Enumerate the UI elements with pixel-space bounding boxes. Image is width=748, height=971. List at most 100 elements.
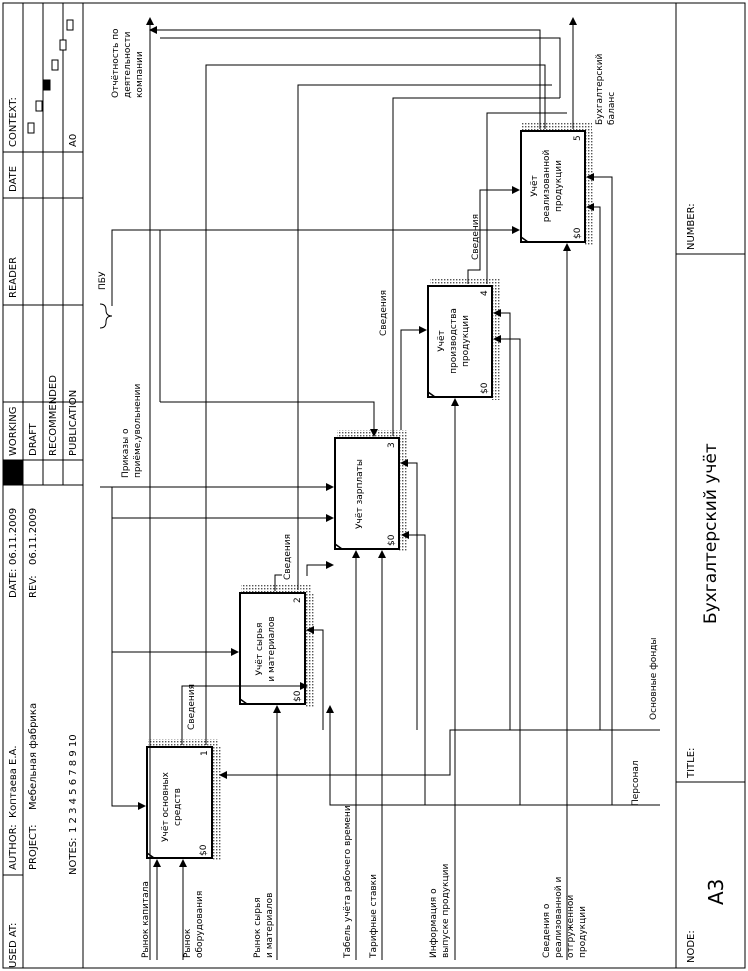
label-production-info-1: Информация о [429, 888, 439, 958]
used-at-label: USED AT: [8, 923, 19, 968]
box-a3-number: 3 [387, 442, 397, 448]
box-a4[interactable]: Учёт производства продукции 4 $0 [427, 278, 501, 400]
arrow-fixed-assets-to-a2 [306, 626, 324, 730]
arrow-info-a2-to-a3 [306, 561, 334, 576]
arrows [99, 17, 660, 960]
box-a4-number: 4 [480, 290, 490, 296]
reader-label: READER [8, 257, 19, 298]
label-production-info-2: выпуске продукции [441, 864, 451, 958]
box-a5-label: Учёт [530, 175, 540, 197]
arrow-personnel-to-a4 [493, 335, 521, 805]
box-a5-number: 5 [573, 135, 583, 141]
box-a3-cost: $0 [387, 534, 397, 546]
date-label: DATE: [8, 569, 19, 598]
box-a3[interactable]: Учёт зарплаты 3 $0 [334, 430, 408, 552]
box-a3-label: Учёт зарплаты [355, 459, 365, 529]
arrow-control-to-a1 [111, 652, 146, 810]
project-value: Мебельная фабрика [28, 703, 39, 810]
box-a2-label-2: и материалов [267, 616, 277, 681]
status-publication: PUBLICATION [68, 390, 79, 456]
label-sales-info-1: Сведения о [542, 903, 552, 958]
arrow-fixed-assets-to-a5 [586, 203, 601, 730]
label-balance-2: баланс [607, 92, 617, 125]
arrow-a1-output [205, 64, 546, 745]
arrow-fixed-assets-to-a4 [493, 309, 511, 730]
footer-text: NODE: A3 TITLE: Бухгалтерский учёт NUMBE… [686, 203, 728, 963]
arrow-personnel-to-a3 [401, 531, 426, 805]
box-a4-cost: $0 [480, 382, 490, 394]
header-text: USED AT: AUTHOR: Коптаева Е.А. PROJECT: … [8, 97, 79, 968]
pbu-brace [99, 303, 113, 329]
arrow-info-a3-to-a4 [400, 326, 427, 430]
label-info-a1: Сведения [187, 684, 197, 730]
box-a1-number: 1 [200, 750, 210, 756]
arrow-a2-output [297, 84, 552, 590]
label-orders-2: приёме,увольнении [133, 383, 143, 478]
notes-label: NOTES: [68, 838, 79, 876]
title-label: TITLE: [686, 748, 697, 779]
label-sales-info-4: продукции [578, 906, 588, 958]
status-draft: DRAFT [28, 422, 39, 456]
node-value: A3 [704, 879, 728, 905]
arrow-control-to-a2 [111, 518, 239, 656]
rev-value: 06.11.2009 [28, 508, 39, 565]
date-value: 06.11.2009 [8, 508, 19, 565]
label-reporting-1: Отчётность по [111, 28, 121, 98]
box-a4-label-2: производства [449, 308, 459, 374]
context-node: A0 [68, 134, 79, 147]
label-info-a2: Сведения [283, 534, 293, 580]
box-a4-label: Учёт [437, 330, 447, 352]
label-pbu: ПБУ [98, 271, 108, 290]
arrow-pbu-to-a5 [111, 226, 520, 306]
number-label: NUMBER: [686, 203, 697, 250]
label-materials-market-2: и материалов [265, 893, 275, 958]
label-equipment-market-2: оборудования [195, 891, 205, 958]
author-label: AUTHOR: [8, 824, 19, 870]
author-value: Коптаева Е.А. [8, 745, 19, 818]
arrow-info-a4-to-a5 [467, 186, 520, 284]
box-a2-label: Учёт сырья [255, 623, 265, 676]
box-a1[interactable]: Учёт основных средств 1 $0 [146, 739, 221, 861]
arrow-info-a1-to-a2 [181, 682, 308, 745]
label-timesheet: Табель учёта рабочего времени [343, 805, 353, 959]
arrow-fixed-assets-to-a1 [219, 729, 660, 779]
box-a2[interactable]: Учёт сырья и материалов 2 $0 [239, 585, 314, 707]
box-a5[interactable]: Учёт реализованной продукции 5 $0 [520, 123, 594, 245]
box-a1-cost: $0 [199, 844, 209, 856]
arrow-info-a2 [274, 574, 282, 591]
label-sales-info-2: реализованной и [554, 877, 564, 958]
label-sales-info-3: отгруженной [566, 895, 576, 958]
arrow-fixed-assets-to-a3 [400, 459, 418, 730]
arrow-reporting-line [160, 37, 561, 98]
context-thumbnail [27, 19, 74, 134]
status-recommended: RECOMMENDED [48, 375, 59, 456]
arrow-personnel-to-a2 [326, 705, 660, 806]
box-a5-cost: $0 [573, 227, 583, 239]
label-tariffs: Тарифные ставки [369, 874, 379, 959]
box-a1-label: Учёт основных [161, 771, 171, 842]
arrow-a5-to-reporting [149, 26, 541, 129]
box-a5-label-3: продукции [554, 160, 564, 212]
label-orders-1: Приказы о [121, 428, 131, 478]
label-personnel: Персонал [631, 760, 641, 806]
box-a5-label-2: реализованной [542, 150, 552, 223]
label-info-a3: Сведения [379, 290, 389, 336]
label-equipment-market-1: Рынок [183, 928, 193, 958]
label-capital-market: Рынок капитала [141, 881, 151, 958]
rev-label: REV: [28, 575, 39, 598]
footer-frame [675, 3, 745, 968]
context-label: CONTEXT: [8, 97, 19, 147]
diagram-title: Бухгалтерский учёт [701, 443, 721, 624]
label-reporting-2: деятельности [123, 31, 133, 98]
arrow-personnel-to-a5 [586, 173, 613, 805]
box-a1-label-2: средств [173, 788, 183, 826]
label-materials-market-1: Рынок сырья [253, 897, 263, 958]
arrow-pbu-to-a3 [160, 401, 378, 437]
node-label: NODE: [686, 930, 697, 963]
label-reporting-3: компании [135, 51, 145, 98]
label-balance-1: Бухгалтерский [595, 53, 605, 125]
project-label: PROJECT: [28, 825, 39, 870]
arrow-a3-output [392, 97, 560, 436]
box-a2-cost: $0 [293, 690, 303, 702]
